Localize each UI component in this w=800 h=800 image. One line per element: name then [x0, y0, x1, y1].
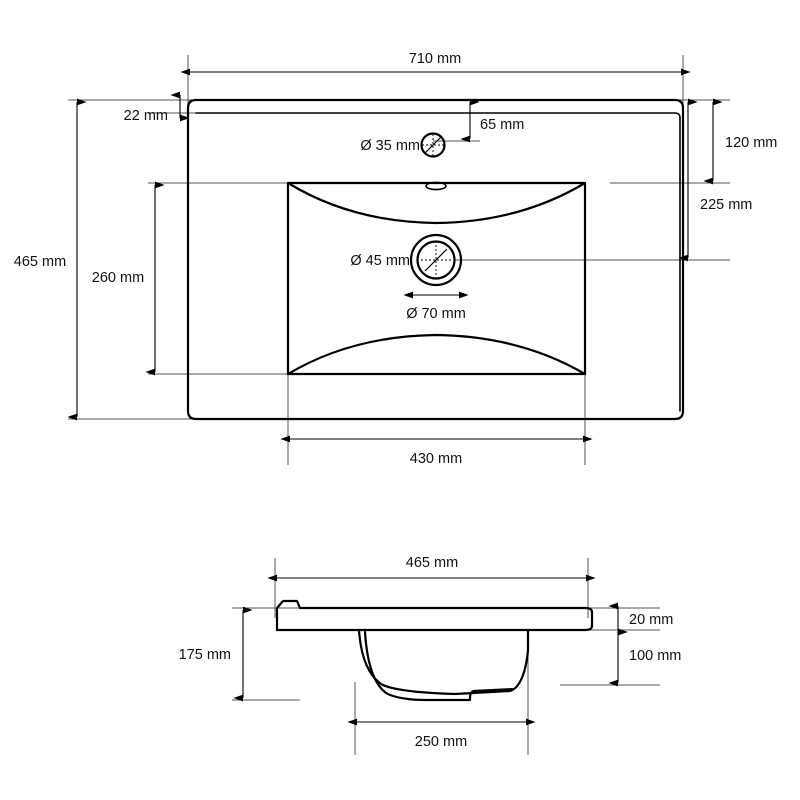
dim-tap-from-rear: 65 mm [460, 98, 524, 143]
dim-basin-depth: 260 mm [92, 181, 165, 376]
basin-opening-outline [286, 181, 587, 376]
dim-bowl-depth: 100 mm [608, 628, 681, 687]
dim-overall-depth: 465 mm [14, 98, 87, 421]
dim-label-710: 710 mm [409, 51, 461, 67]
basin-bowl-section [357, 628, 530, 696]
countertop-section-profile [275, 599, 594, 632]
dim-waste-outer: Ø 70 mm [403, 291, 469, 322]
dim-rim-thickness: 22 mm [124, 91, 190, 124]
dim-label-s250: 250 mm [415, 734, 467, 750]
dim-total-height: 175 mm [179, 606, 253, 702]
dim-label-waste-45: Ø 45 mm [350, 253, 410, 269]
dim-rear-to-basin: 120 mm [703, 98, 777, 185]
dim-label-225: 225 mm [700, 197, 752, 213]
dim-section-depth: 465 mm [267, 555, 596, 582]
dim-label-s20: 20 mm [629, 612, 673, 628]
plan-view-group: 710 mm 22 mm 465 mm 260 mm [14, 51, 778, 467]
dim-counter-thickness: 20 mm [608, 602, 673, 636]
dim-label-120: 120 mm [725, 135, 777, 151]
dim-label-65: 65 mm [480, 117, 524, 133]
dim-label-430: 430 mm [410, 451, 462, 467]
dim-label-waste-70: Ø 70 mm [406, 306, 466, 322]
waste-outlet-symbol [409, 233, 463, 287]
dim-basin-width: 430 mm [280, 435, 593, 467]
overflow-slot [425, 181, 447, 191]
tap-hole-symbol [420, 132, 446, 158]
section-extension-lines [232, 558, 660, 755]
dim-label-465: 465 mm [14, 254, 66, 270]
dim-label-22: 22 mm [124, 108, 168, 124]
dim-overall-width: 710 mm [180, 51, 691, 76]
dim-label-s100: 100 mm [629, 648, 681, 664]
dim-label-260: 260 mm [92, 270, 144, 286]
section-view-group: 465 mm 175 mm 20 mm 100 mm [179, 555, 681, 755]
countertop-rim-line [195, 112, 681, 412]
dim-label-s175: 175 mm [179, 647, 231, 663]
dim-bowl-base-width: 250 mm [347, 718, 536, 750]
dim-label-s465: 465 mm [406, 555, 458, 571]
dim-rear-to-waste: 225 mm [678, 98, 752, 262]
basin-bowl-inner-section [363, 630, 516, 702]
dim-label-tap-35: Ø 35 mm [360, 138, 420, 154]
